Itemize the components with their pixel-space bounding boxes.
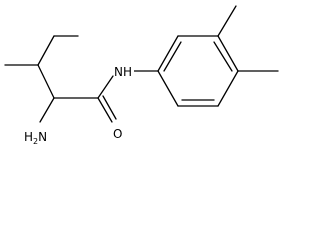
bond-lines (4, 35, 159, 123)
o-label-mask (112, 126, 124, 140)
ring-inner-double-1 (163, 41, 182, 72)
amine-h: H (24, 130, 33, 144)
bond-ethyl-ch2 (37, 35, 55, 66)
ring-methyl-3 (217, 5, 237, 37)
bond-carbonyl-double-1 (97, 97, 113, 123)
amide-nh-label: NH (114, 65, 132, 79)
amine-label: H2N (24, 130, 47, 146)
bond-branch-to-alpha (37, 64, 55, 99)
ring-bond-3 (217, 35, 239, 72)
ring-bond-1 (157, 35, 179, 72)
ring-methyl-groups (217, 5, 279, 72)
nh-label-mask (114, 64, 134, 78)
ring-bond-4 (217, 70, 239, 107)
atom-labels: H2N NH O (23, 64, 134, 146)
amine-subscript: 2 (33, 137, 38, 146)
amine-label-mask (23, 128, 45, 145)
carbonyl-o-label: O (113, 127, 122, 141)
molecular-structure-diagram: H2N NH O (4, 5, 279, 146)
amine-n: N (38, 130, 47, 144)
bond-alpha-to-amine (39, 97, 55, 123)
ring-bond-6 (157, 70, 179, 107)
bond-carbonyl-to-nh (97, 75, 114, 99)
benzene-ring (157, 35, 239, 107)
ring-inner-double-2 (213, 41, 233, 72)
bond-carbonyl-double-2 (102, 95, 117, 120)
